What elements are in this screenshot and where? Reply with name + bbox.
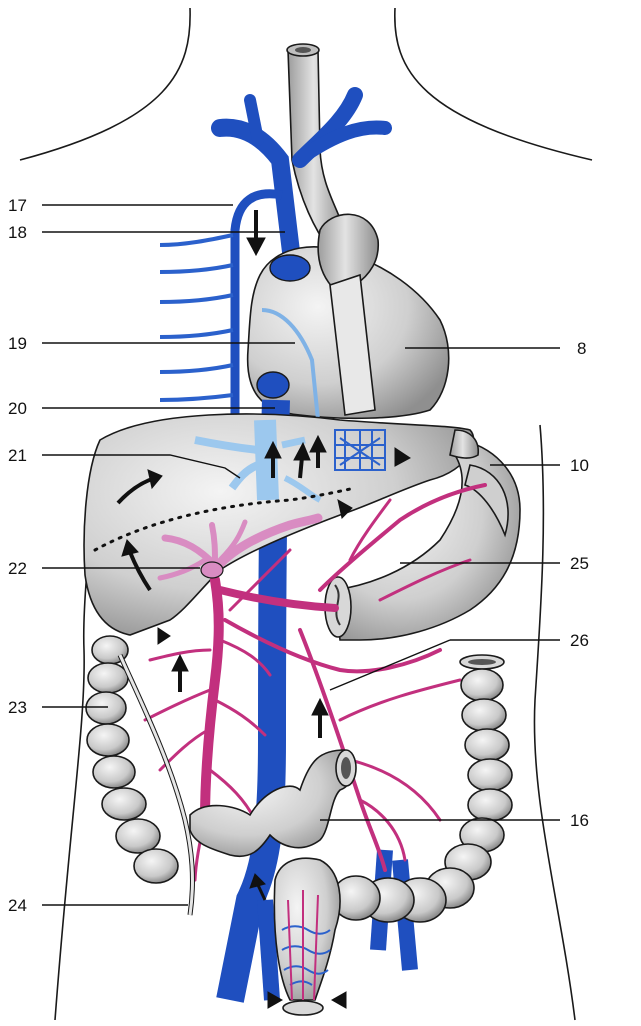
arrow-icon xyxy=(246,210,266,257)
labels: 17 18 19 20 21 22 23 24 8 10 25 26 16 xyxy=(8,196,589,915)
arrow-icon xyxy=(171,653,189,692)
triangle-icon xyxy=(394,447,411,467)
arrow-icon xyxy=(311,697,329,738)
esophageal-plexus xyxy=(334,429,386,471)
arrow-icon xyxy=(249,873,267,901)
label-17: 17 xyxy=(8,196,27,215)
label-19: 19 xyxy=(8,334,27,353)
label-25: 25 xyxy=(570,554,589,573)
label-18: 18 xyxy=(8,223,27,242)
label-26: 26 xyxy=(570,631,589,650)
intrahepatic-portal xyxy=(157,513,323,581)
intercostal-veins xyxy=(159,233,234,402)
heart xyxy=(246,213,450,421)
stomach xyxy=(334,429,521,641)
triangle-icon xyxy=(157,627,171,645)
arrow-icon xyxy=(264,440,282,478)
label-20: 20 xyxy=(8,399,27,418)
ascending-colon xyxy=(85,635,195,916)
leader-lines xyxy=(42,204,560,906)
arrow-icon xyxy=(121,539,152,592)
rectum xyxy=(273,857,341,1016)
label-23: 23 xyxy=(8,698,27,717)
triangle-icon xyxy=(267,991,284,1009)
label-16: 16 xyxy=(570,811,589,830)
superior-vena-cava xyxy=(211,87,392,420)
label-8: 8 xyxy=(577,339,586,358)
descending-colon xyxy=(331,654,513,923)
small-intestine xyxy=(189,749,357,857)
arrow-icon xyxy=(293,441,311,479)
flow-arrows xyxy=(116,210,411,1009)
label-10: 10 xyxy=(570,456,589,475)
arrow-icon xyxy=(116,469,163,505)
arrow-icon xyxy=(309,434,327,468)
label-21: 21 xyxy=(8,446,27,465)
triangle-icon xyxy=(337,499,353,519)
triangle-icon xyxy=(330,991,347,1009)
label-22: 22 xyxy=(8,559,27,578)
label-24: 24 xyxy=(8,896,27,915)
